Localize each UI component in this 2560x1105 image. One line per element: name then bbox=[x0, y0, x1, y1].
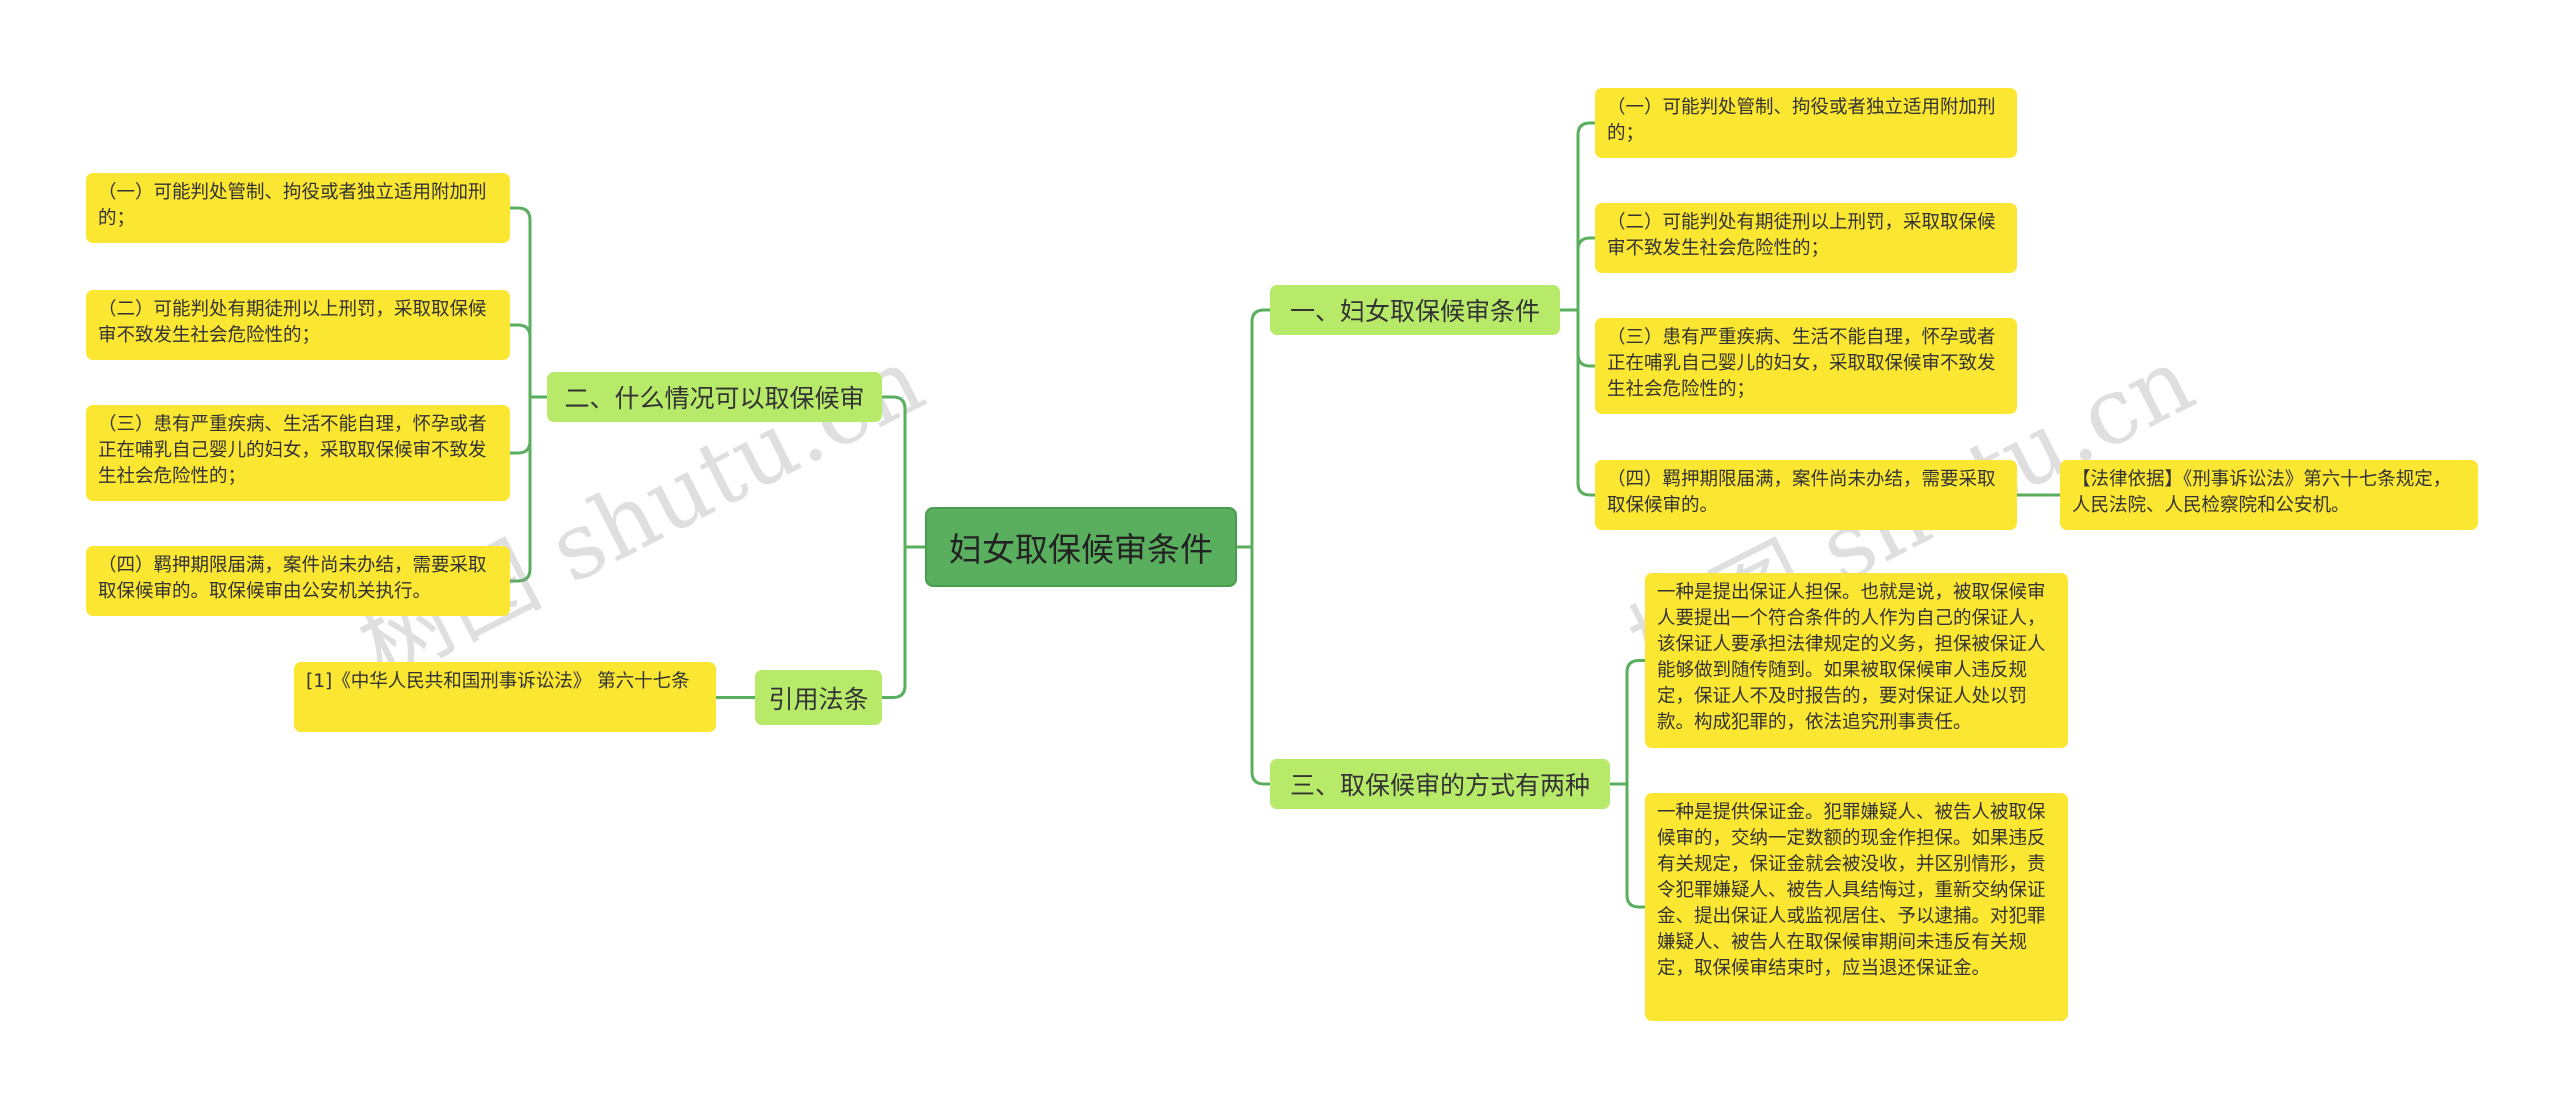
branch-cited-law[interactable]: 引用法条 bbox=[755, 670, 882, 725]
link-b3-leaf bbox=[1610, 782, 1645, 909]
link-root-b1 bbox=[1237, 308, 1270, 549]
link-root-b3 bbox=[1237, 545, 1270, 786]
leaf-condition-2[interactable]: （二）可能判处有期徒刑以上刑罚，采取取保候审不致发生社会危险性的； bbox=[1595, 203, 2017, 273]
leaf-case-3[interactable]: （三）患有严重疾病、生活不能自理，怀孕或者正在哺乳自己婴儿的妇女，采取取保候审不… bbox=[86, 405, 510, 501]
branch-two-bail-methods[interactable]: 三、取保候审的方式有两种 bbox=[1270, 759, 1610, 809]
link-root-b4 bbox=[882, 545, 925, 699]
leaf-case-1[interactable]: （一）可能判处管制、拘役或者独立适用附加刑的； bbox=[86, 173, 510, 243]
link-b1-leaf bbox=[1560, 121, 1595, 312]
link-b1-leaf bbox=[1560, 308, 1595, 497]
link-b2-leaf bbox=[510, 323, 547, 399]
leaf-case-4[interactable]: （四）羁押期限届满，案件尚未办结，需要采取取保候审的。取保候审由公安机关执行。 bbox=[86, 546, 510, 616]
link-root-b2 bbox=[882, 395, 925, 549]
leaf-case-2[interactable]: （二）可能判处有期徒刑以上刑罚，采取取保候审不致发生社会危险性的； bbox=[86, 290, 510, 360]
leaf-condition-1[interactable]: （一）可能判处管制、拘役或者独立适用附加刑的； bbox=[1595, 88, 2017, 158]
link-b2-leaf bbox=[510, 206, 547, 399]
link-b3-leaf bbox=[1610, 659, 1645, 786]
root-topic[interactable]: 妇女取保候审条件 bbox=[925, 507, 1237, 587]
leaf-cited-law-article[interactable]: [1]《中华人民共和国刑事诉讼法》 第六十七条 bbox=[294, 662, 716, 732]
link-b1-leaf bbox=[1560, 236, 1595, 312]
leaf-condition-4[interactable]: （四）羁押期限届满，案件尚未办结，需要采取取保候审的。 bbox=[1595, 460, 2017, 530]
leaf-legal-basis[interactable]: 【法律依据】《刑事诉讼法》第六十七条规定，人民法院、人民检察院和公安机。 bbox=[2060, 460, 2478, 530]
leaf-guarantor-method[interactable]: 一种是提出保证人担保。也就是说，被取保候审人要提出一个符合条件的人作为自己的保证… bbox=[1645, 573, 2068, 748]
leaf-condition-3[interactable]: （三）患有严重疾病、生活不能自理，怀孕或者正在哺乳自己婴儿的妇女，采取取保候审不… bbox=[1595, 318, 2017, 414]
branch-women-bail-conditions[interactable]: 一、妇女取保候审条件 bbox=[1270, 285, 1560, 335]
leaf-deposit-method[interactable]: 一种是提供保证金。犯罪嫌疑人、被告人被取保候审的，交纳一定数额的现金作担保。如果… bbox=[1645, 793, 2068, 1021]
link-b2-leaf bbox=[510, 395, 547, 583]
branch-when-bail-allowed[interactable]: 二、什么情况可以取保候审 bbox=[547, 372, 882, 422]
